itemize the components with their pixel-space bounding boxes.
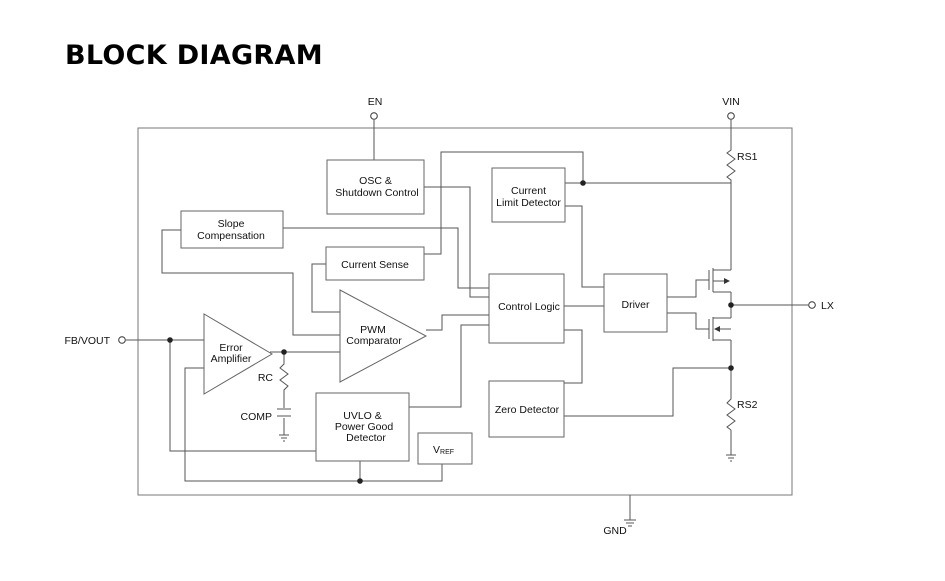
uvlo-label-2: Power Good [335, 421, 394, 433]
driver-block: Driver [603, 273, 668, 333]
comp-label: COMP [241, 411, 273, 423]
high-side-mosfet [708, 268, 731, 293]
slope-label-1: Slope [218, 218, 245, 230]
driver-label: Driver [622, 299, 651, 311]
ground-icon [726, 454, 736, 462]
osc-label-2: Shutdown Control [335, 187, 418, 199]
vin-pin-label: VIN [722, 96, 740, 108]
en-pin-label: EN [368, 96, 383, 108]
osc-shutdown-block: OSC & Shutdown Control [326, 159, 425, 215]
slope-label-2: Compensation [197, 230, 265, 242]
ground-icon [279, 434, 289, 442]
vref-label-main: V [433, 444, 440, 456]
osc-label-1: OSC & [359, 175, 392, 187]
lx-pin-label: LX [821, 300, 834, 312]
vin-pin-icon [727, 112, 735, 120]
chip-outline [137, 127, 793, 496]
current-sense-block: Current Sense [325, 246, 425, 281]
current-sense-label: Current Sense [341, 259, 409, 271]
rc-resistor [279, 360, 289, 393]
wiring [126, 120, 808, 520]
lx-pin-icon [808, 301, 816, 309]
uvlo-label-3: Detector [346, 432, 386, 444]
control-logic-label: Control Logic [498, 301, 560, 313]
current-limit-detector-block: Current Limit Detector [491, 167, 566, 223]
rs1-resistor [726, 145, 736, 183]
uvlo-label-1: UVLO & [343, 410, 382, 422]
pwm-comparator-block: PWM Comparator [339, 289, 428, 383]
rs2-label: RS2 [737, 399, 758, 411]
pwm-label-1: PWM [360, 324, 386, 336]
cld-label-1: Current [511, 185, 546, 197]
error-amplifier-block: Error Amplifier [203, 313, 273, 395]
ground-icon [624, 519, 636, 527]
low-side-mosfet [708, 317, 731, 341]
page-title: BLOCK DIAGRAM [65, 40, 323, 71]
rs2-resistor [726, 395, 736, 431]
pwm-label-2: Comparator [346, 335, 402, 347]
control-logic-block: Control Logic [488, 273, 565, 344]
uvlo-power-good-block: UVLO & Power Good Detector [315, 392, 410, 462]
fb-vout-pin-icon [118, 336, 126, 344]
vref-label-sub: REF [440, 449, 454, 456]
zero-detector-label: Zero Detector [495, 404, 560, 416]
junction-dots [167, 180, 734, 484]
ea-label-1: Error [219, 342, 243, 354]
en-pin-icon [370, 112, 378, 120]
vref-block: VREF [417, 432, 473, 465]
ea-label-2: Amplifier [211, 353, 252, 365]
zero-detector-block: Zero Detector [488, 380, 565, 438]
rs1-label: RS1 [737, 151, 758, 163]
rc-label: RC [258, 372, 274, 384]
fb-vout-pin-label: FB/VOUT [64, 335, 110, 347]
cld-label-2: Limit Detector [496, 197, 561, 209]
svg-text:VREF: VREF [433, 444, 454, 456]
comp-capacitor [277, 408, 291, 417]
gnd-pin-label: GND [603, 525, 627, 537]
slope-compensation-block: Slope Compensation [180, 210, 284, 249]
